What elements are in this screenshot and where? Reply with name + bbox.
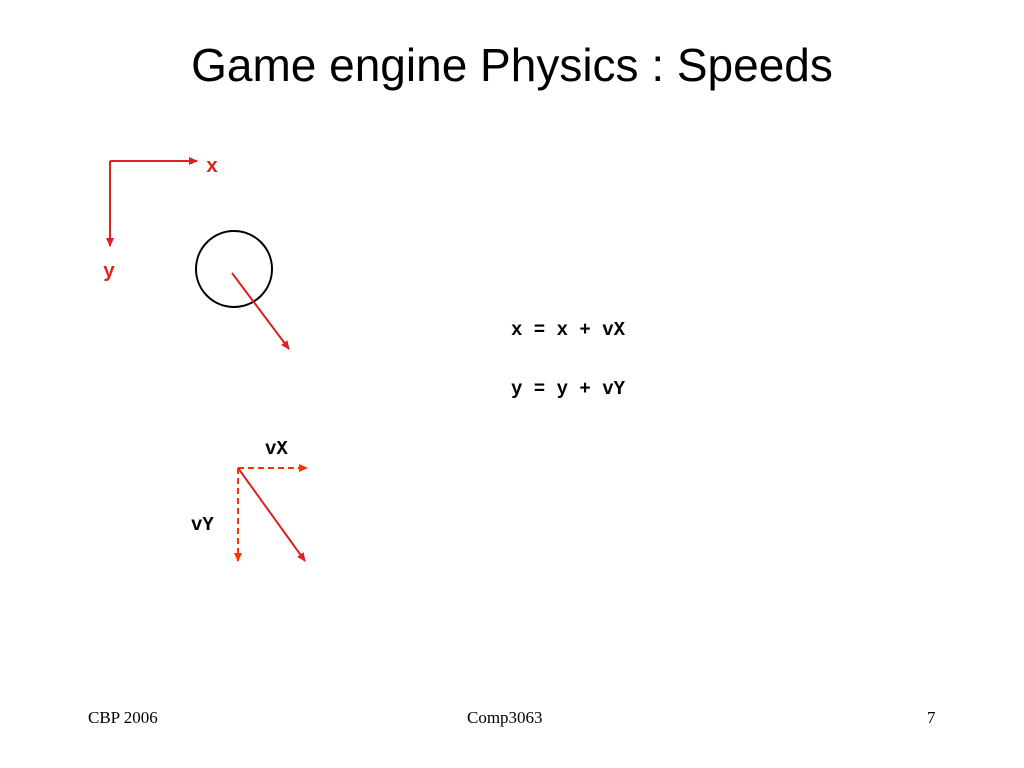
vx-label: vX (265, 438, 288, 460)
equation-y: y = y + vY (511, 378, 626, 400)
vy-label: vY (191, 514, 214, 536)
footer-page-number: 7 (927, 708, 936, 727)
ball-circle (195, 230, 273, 308)
slide-title: Game engine Physics : Speeds (191, 39, 833, 91)
x-axis-label: x (206, 156, 218, 179)
velocity-vector (231, 272, 290, 350)
footer-left: CBP 2006 (88, 708, 158, 727)
equation-x: x = x + vX (511, 319, 626, 341)
footer-center: Comp3063 (467, 708, 543, 727)
resultant-velocity-arrow (237, 467, 306, 562)
y-axis-label: y (103, 261, 115, 284)
